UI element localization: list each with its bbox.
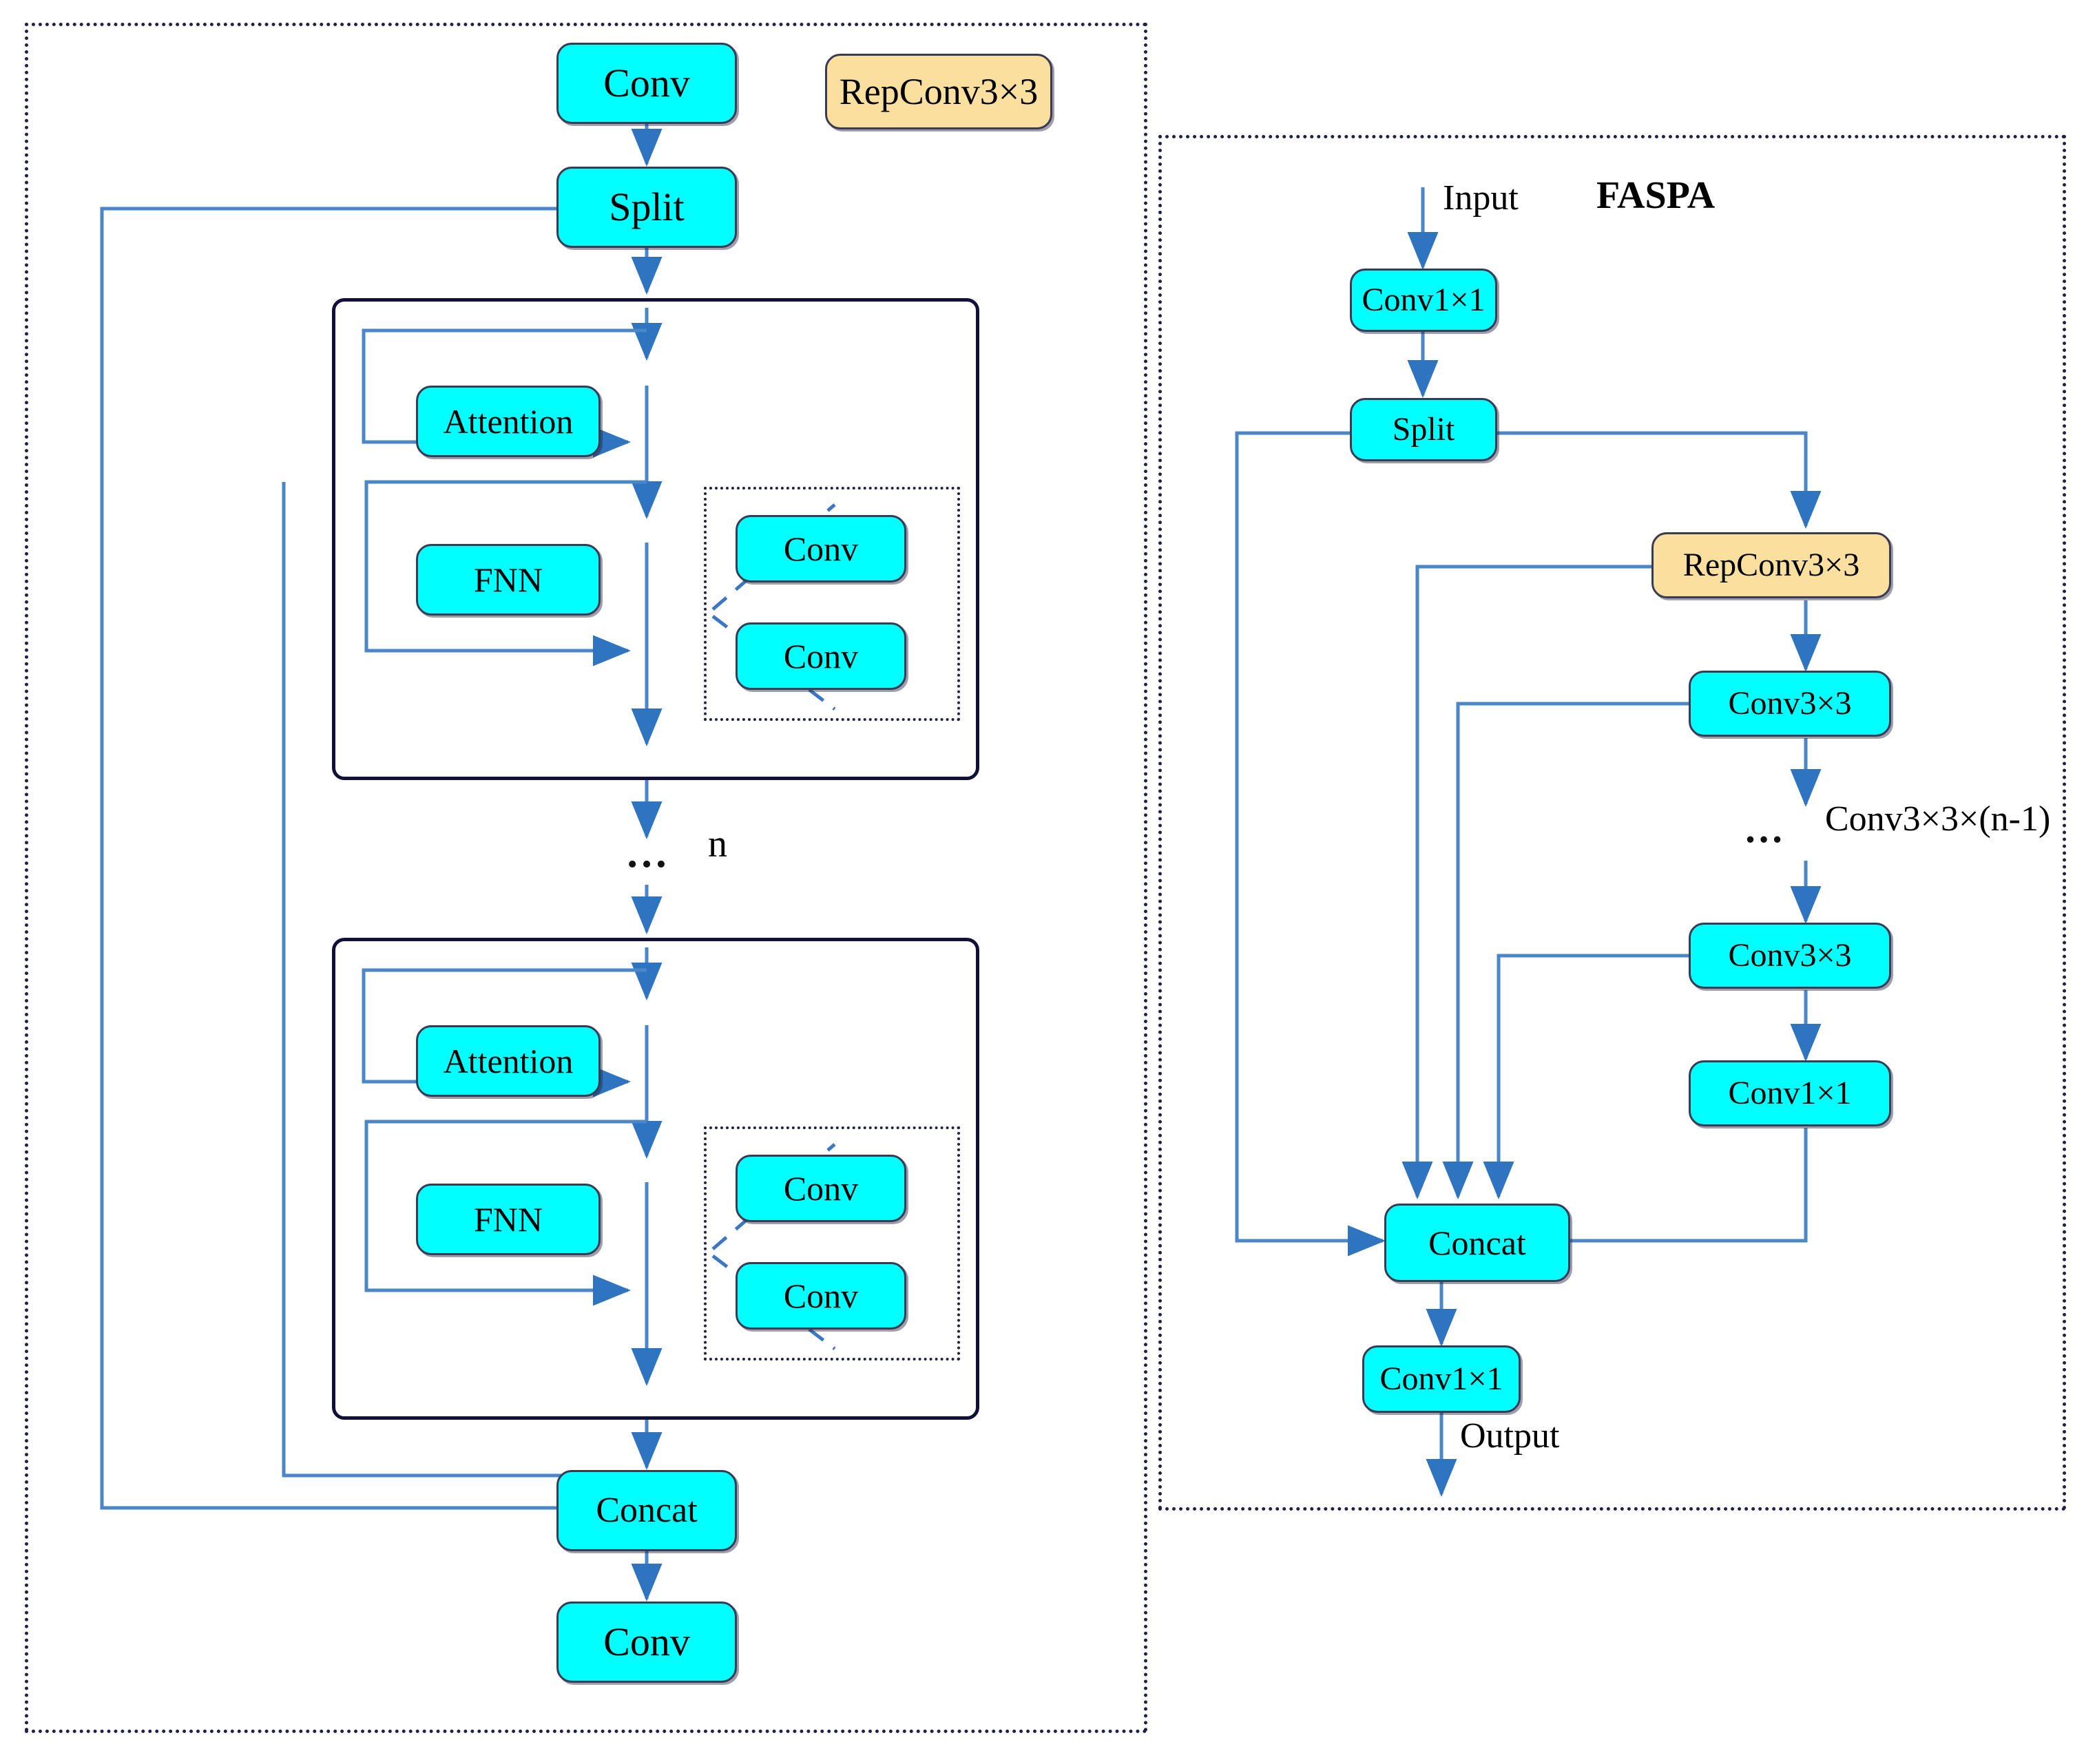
node-label: Concat [1428, 1224, 1526, 1262]
transformer-block-1 [332, 298, 979, 780]
node-label: RepConv3×3 [1682, 547, 1860, 583]
repeat-count-label: n [708, 823, 727, 865]
transformer-block-2 [332, 938, 979, 1420]
node-label: Conv [783, 1169, 859, 1208]
node-expand-conv-1b[interactable]: Conv [736, 622, 906, 690]
node-label: Conv1×1 [1362, 282, 1486, 318]
node-label: FNN [473, 1200, 543, 1239]
node-label: Conv3×3 [1728, 685, 1852, 722]
node-label: Split [609, 185, 685, 229]
node-label: Conv [603, 61, 690, 105]
output-label: Output [1460, 1416, 1560, 1456]
right-panel-frame [1158, 135, 2066, 1511]
node-label: Attention [443, 1042, 574, 1080]
node-expand-conv-2b[interactable]: Conv [736, 1262, 906, 1330]
node-attention-2[interactable]: Attention [416, 1025, 601, 1097]
node-conv1x1-output[interactable]: Conv1×1 [1362, 1345, 1521, 1413]
node-label: Conv3×3 [1728, 937, 1852, 974]
node-split-faspa[interactable]: Split [1350, 398, 1497, 461]
node-conv1x1-input[interactable]: Conv1×1 [1350, 269, 1497, 332]
node-conv-bottom[interactable]: Conv [556, 1602, 737, 1683]
faspa-title: FASPA [1596, 174, 1716, 217]
repeat-ellipsis-faspa: … [1744, 806, 1786, 851]
node-label: Conv [783, 529, 859, 568]
repeat-conv-label: Conv3×3×(n-1) [1825, 799, 2051, 839]
node-label: Conv [783, 1277, 859, 1315]
node-label: Conv1×1 [1728, 1075, 1852, 1111]
node-split[interactable]: Split [556, 167, 737, 248]
node-label: Conv1×1 [1379, 1361, 1503, 1397]
node-concat-left[interactable]: Concat [556, 1470, 737, 1551]
node-repconv3x3-faspa[interactable]: RepConv3×3 [1651, 532, 1891, 598]
repeat-ellipsis-left: … [625, 830, 671, 876]
node-expand-conv-2a[interactable]: Conv [736, 1155, 906, 1222]
node-expand-conv-1a[interactable]: Conv [736, 515, 906, 582]
node-conv3x3-first[interactable]: Conv3×3 [1689, 671, 1891, 737]
input-label: Input [1443, 178, 1519, 218]
node-conv-top[interactable]: Conv [556, 43, 737, 124]
legend-repconv3x3[interactable]: RepConv3×3 [825, 54, 1052, 129]
fnn-expansion-frame-1 [704, 487, 960, 721]
node-label: Concat [596, 1491, 698, 1530]
node-conv3x3-last[interactable]: Conv3×3 [1689, 923, 1891, 989]
node-label: Split [1392, 411, 1455, 448]
node-label: Attention [443, 402, 574, 441]
fnn-expansion-frame-2 [704, 1126, 960, 1361]
node-label: FNN [473, 560, 543, 599]
left-panel-frame [25, 23, 1147, 1733]
node-attention-1[interactable]: Attention [416, 386, 601, 457]
node-label: Conv [783, 637, 859, 675]
node-fnn-2[interactable]: FNN [416, 1184, 601, 1255]
node-fnn-1[interactable]: FNN [416, 544, 601, 616]
node-concat-faspa[interactable]: Concat [1384, 1204, 1570, 1282]
node-label: Conv [603, 1619, 690, 1664]
node-conv1x1-mid[interactable]: Conv1×1 [1689, 1060, 1891, 1126]
legend-label: RepConv3×3 [839, 71, 1039, 112]
